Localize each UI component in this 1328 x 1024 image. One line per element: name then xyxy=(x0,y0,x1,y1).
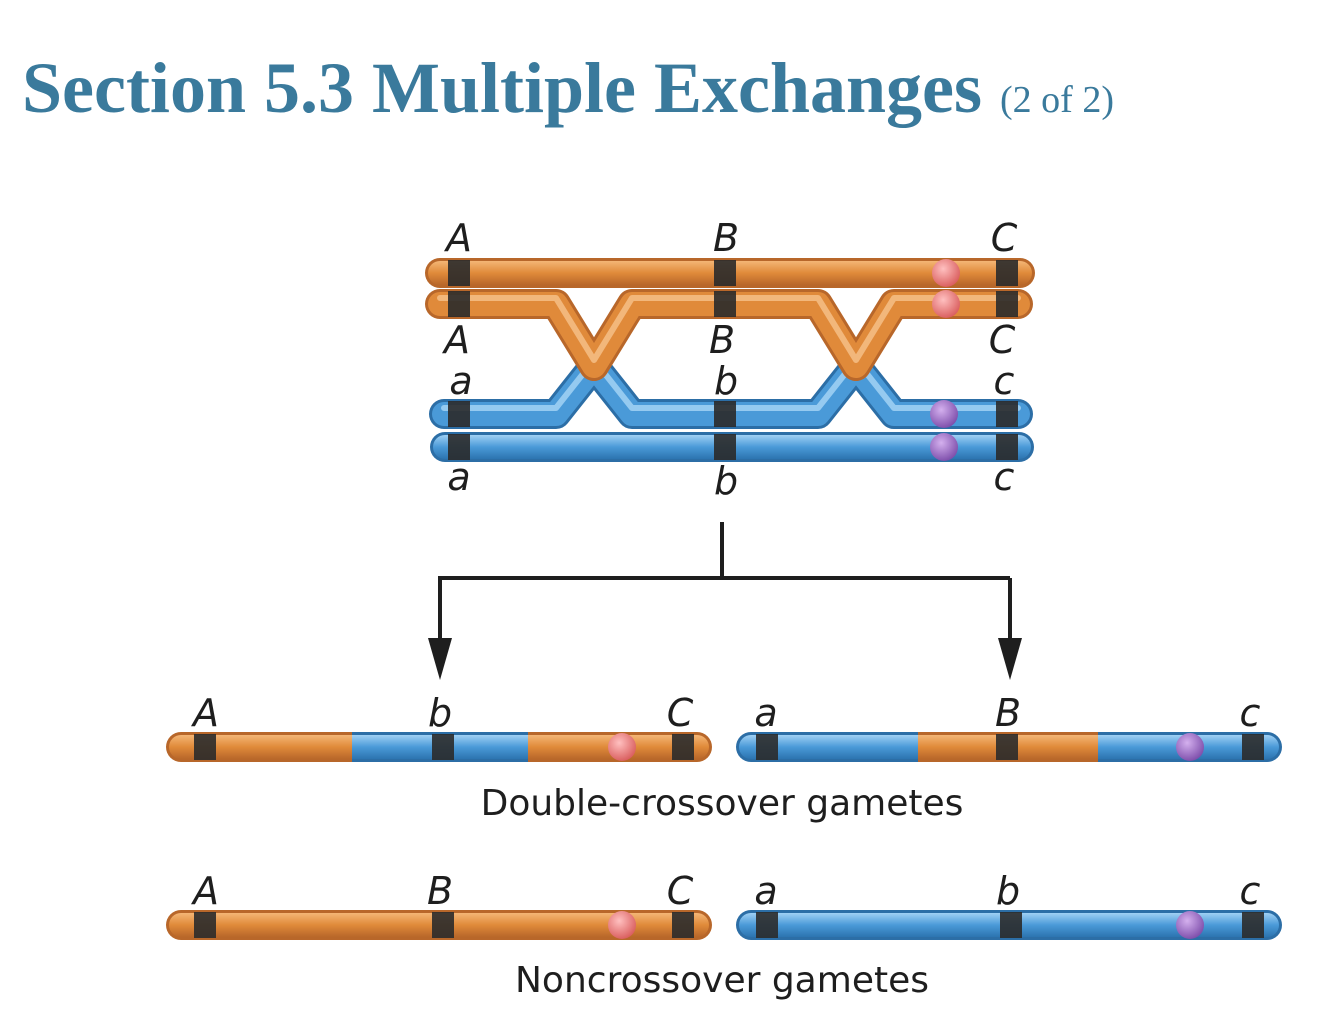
label-b-fourth: b xyxy=(714,459,738,503)
centromere-orange-1 xyxy=(932,259,960,287)
label-dc-right-c: c xyxy=(1240,691,1261,735)
arrow-left-head xyxy=(428,638,452,680)
noncrossover-gamete-right xyxy=(736,910,1282,940)
tetrad: A B C A B C a b c a b c xyxy=(425,216,1035,503)
label-a-fourth: a xyxy=(447,455,470,499)
label-B-top: B xyxy=(713,216,739,260)
label-C-second: C xyxy=(989,318,1016,362)
label-c-fourth: c xyxy=(994,455,1015,499)
label-nc-left-B: B xyxy=(427,869,453,913)
label-dc-left-b: b xyxy=(428,691,452,735)
centromere-orange-2 xyxy=(932,290,960,318)
band-A1 xyxy=(448,260,470,286)
band-c2 xyxy=(996,434,1018,460)
band-C2 xyxy=(996,291,1018,317)
noncrossover-gamete-left xyxy=(166,910,712,940)
label-a-third: a xyxy=(449,359,472,403)
double-crossover-gamete-left xyxy=(166,732,712,762)
centromere-blue-1 xyxy=(930,400,958,428)
caption-double-crossover: Double-crossover gametes xyxy=(481,783,964,824)
centromeres-top xyxy=(930,259,960,461)
arrow-right-head xyxy=(998,638,1022,680)
band-B1 xyxy=(714,260,736,286)
label-dc-right-B: B xyxy=(995,691,1021,735)
label-dc-left-C: C xyxy=(667,691,694,735)
label-nc-right-a: a xyxy=(754,869,777,913)
band-b2 xyxy=(714,434,736,460)
label-b-third: b xyxy=(714,359,738,403)
label-nc-left-A: A xyxy=(190,869,219,913)
branch-arrows xyxy=(438,522,1012,640)
title-main: Section 5.3 Multiple Exchanges xyxy=(22,48,983,128)
page-title: Section 5.3 Multiple Exchanges (2 of 2) xyxy=(22,52,1114,124)
label-A-top: A xyxy=(443,216,472,260)
centromere-blue-2 xyxy=(930,433,958,461)
band-B2 xyxy=(714,291,736,317)
gene-bands-top xyxy=(448,260,1018,460)
label-dc-right-a: a xyxy=(754,691,777,735)
label-B-second: B xyxy=(709,318,735,362)
band-a1 xyxy=(448,401,470,427)
band-a2 xyxy=(448,434,470,460)
double-crossover-gamete-right xyxy=(736,732,1282,762)
band-c1 xyxy=(996,401,1018,427)
title-sub: (2 of 2) xyxy=(1000,79,1114,121)
label-nc-right-b: b xyxy=(996,869,1020,913)
band-C1 xyxy=(996,260,1018,286)
label-c-third: c xyxy=(994,359,1015,403)
label-A-second: A xyxy=(441,318,470,362)
label-C-top: C xyxy=(991,216,1018,260)
label-nc-left-C: C xyxy=(667,869,694,913)
caption-noncrossover: Noncrossover gametes xyxy=(515,960,929,1001)
band-b1 xyxy=(714,401,736,427)
band-A2 xyxy=(448,291,470,317)
label-dc-left-A: A xyxy=(190,691,219,735)
label-nc-right-c: c xyxy=(1240,869,1261,913)
